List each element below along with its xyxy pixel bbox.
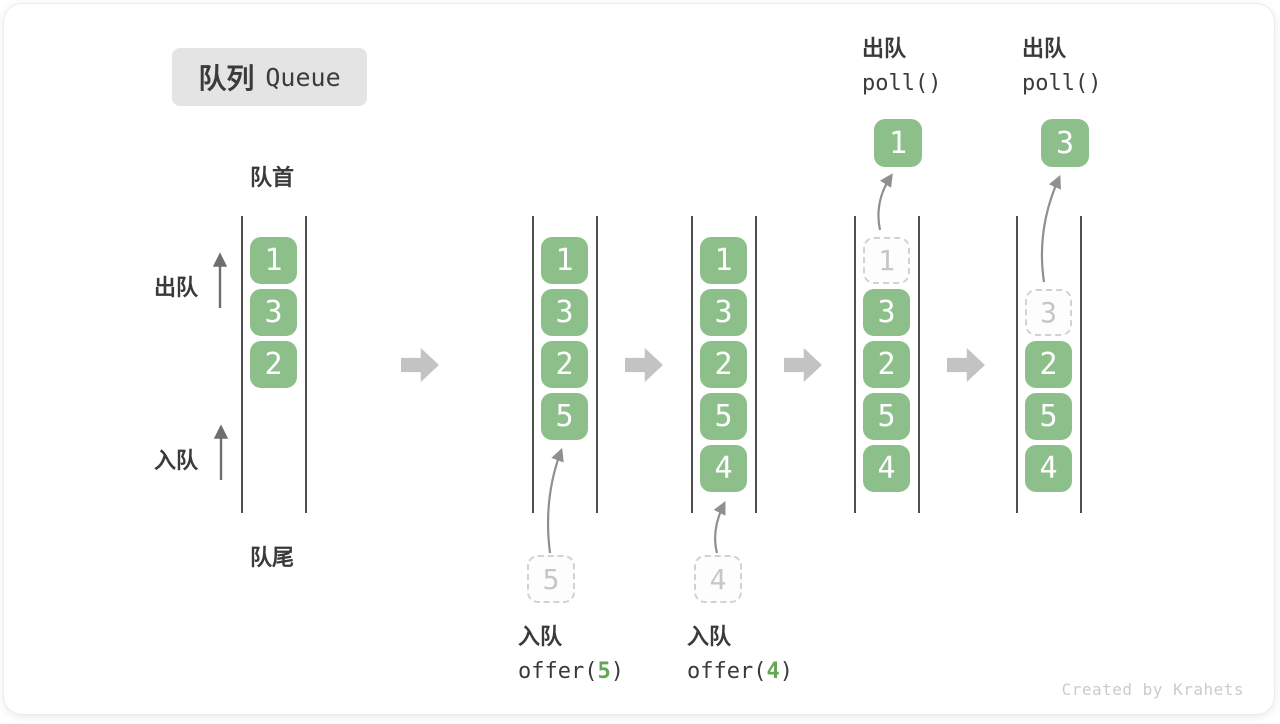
operation-zh: 入队 [687, 624, 732, 649]
queue-item: 4 [863, 445, 910, 492]
title-zh: 队列 [198, 63, 255, 94]
state-transition-arrow-icon [947, 348, 985, 382]
title-en: Queue [265, 62, 341, 92]
popped-item: 1 [874, 119, 922, 167]
queue-item: 2 [1025, 341, 1072, 388]
operation-code: poll() [1022, 71, 1102, 96]
code-arg: 5 [597, 659, 611, 684]
queue-channel-5: 3 2 5 4 [1016, 216, 1082, 513]
queue-item: 2 [700, 341, 747, 388]
queue-item: 4 [700, 445, 747, 492]
state-transition-arrow-icon [784, 348, 822, 382]
operation-code: offer(5) [518, 657, 624, 687]
code-fn: offer( [687, 659, 767, 684]
title-box: 队列 Queue [172, 48, 367, 106]
code-fn: offer( [518, 659, 598, 684]
queue-item: 1 [541, 237, 588, 284]
queue-channel-2: 1 3 2 5 [532, 216, 598, 513]
operation-code: poll() [862, 71, 942, 96]
queue-item: 5 [700, 393, 747, 440]
label-enqueue: 入队 [154, 448, 199, 473]
queue-item: 2 [250, 341, 297, 388]
queue-item: 2 [863, 341, 910, 388]
operation-code: offer(4) [687, 657, 793, 687]
queue-channel-1: 1 3 2 [241, 216, 307, 513]
state-transition-arrow-icon [625, 348, 663, 382]
pending-item-ghost: 4 [694, 555, 742, 603]
queue-item: 5 [1025, 393, 1072, 440]
operation-zh: 出队 [862, 36, 907, 61]
operation-caption-offer-5: 入队 offer(5) [518, 622, 624, 687]
queue-channel-4: 1 3 2 5 4 [854, 216, 920, 513]
queue-item: 3 [863, 289, 910, 336]
queue-item: 5 [541, 393, 588, 440]
queue-item: 3 [700, 289, 747, 336]
queue-item: 5 [863, 393, 910, 440]
code-arg: 4 [766, 659, 780, 684]
label-queue-rear: 队尾 [249, 545, 294, 570]
operation-caption-poll-1: 出队 poll() [862, 34, 941, 99]
queue-item: 1 [700, 237, 747, 284]
operation-caption-offer-4: 入队 offer(4) [687, 622, 793, 687]
watermark-credit: Created by Krahets [1061, 680, 1244, 699]
code-close: ) [779, 659, 793, 684]
queue-item: 3 [250, 289, 297, 336]
popped-item: 3 [1041, 119, 1089, 167]
pending-item-ghost: 5 [527, 555, 575, 603]
diagram-canvas: 队列 Queue 队首 队尾 出队 入队 1 3 2 1 3 2 5 5 入队 … [4, 4, 1274, 714]
queue-item: 3 [541, 289, 588, 336]
queue-item: 1 [250, 237, 297, 284]
operation-zh: 入队 [518, 624, 563, 649]
code-close: ) [610, 659, 624, 684]
queue-item-ghost: 1 [863, 237, 910, 284]
operation-zh: 出队 [1022, 36, 1067, 61]
queue-item: 2 [541, 341, 588, 388]
label-queue-front: 队首 [249, 165, 294, 190]
queue-channel-3: 1 3 2 5 4 [691, 216, 757, 513]
queue-item-ghost: 3 [1025, 289, 1072, 336]
operation-caption-poll-3: 出队 poll() [1022, 34, 1101, 99]
queue-item: 4 [1025, 445, 1072, 492]
label-dequeue: 出队 [154, 275, 199, 300]
state-transition-arrow-icon [401, 348, 439, 382]
